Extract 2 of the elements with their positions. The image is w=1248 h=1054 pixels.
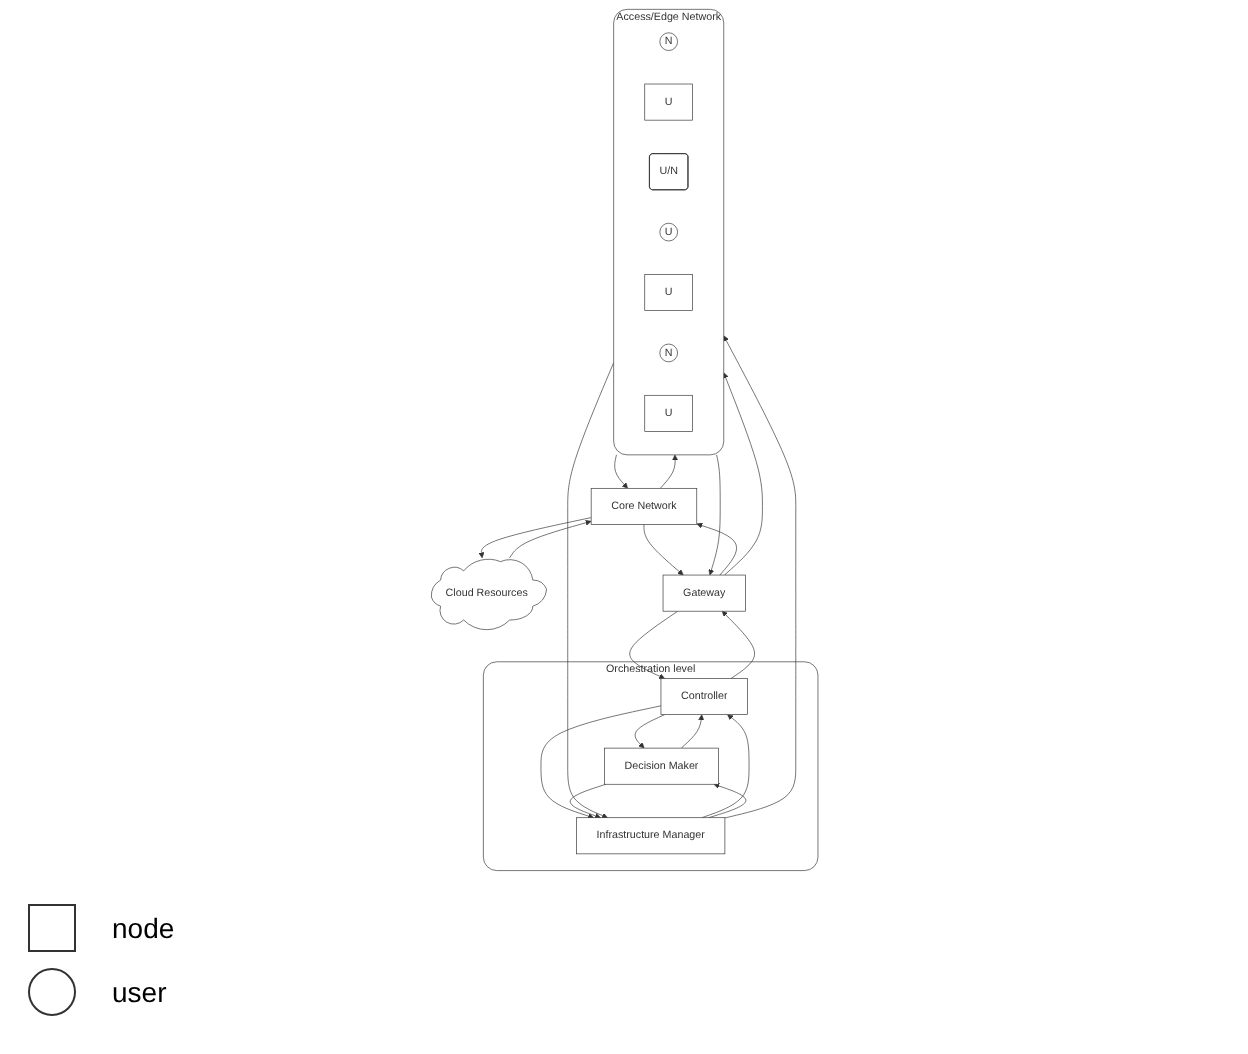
legend-label: user (112, 976, 167, 1008)
legend-label: node (112, 912, 175, 944)
